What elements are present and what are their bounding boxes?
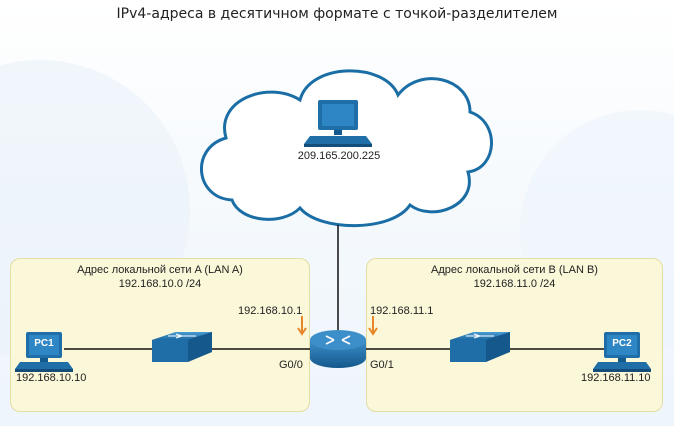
- lan-a-gateway-ip: 192.168.10.1: [238, 305, 303, 317]
- router-icon: [310, 330, 366, 368]
- pc2-ip: 192.168.11.10: [581, 372, 651, 384]
- switch-b-icon: [450, 332, 510, 362]
- internet-host-icon: [304, 100, 372, 147]
- pc1-ip: 192.168.10.10: [16, 372, 87, 384]
- internet-host-ip: 209.165.200.225: [297, 150, 381, 162]
- pc1-icon: [15, 332, 73, 372]
- page-title: IPv4-адреса в десятичном формате с точко…: [116, 6, 558, 22]
- lan-b-title: Адрес локальной сети B (LAN B): [431, 264, 598, 276]
- lan-b-gateway-ip: 192.168.11.1: [370, 305, 434, 317]
- lan-a-title: Адрес локальной сети A (LAN A): [77, 264, 243, 276]
- lan-b-interface: G0/1: [370, 359, 394, 371]
- gateway-arrow-b: [368, 316, 378, 336]
- pc2-label: PC2: [612, 338, 632, 349]
- gateway-arrow-a: [297, 316, 307, 336]
- internet-cloud: [200, 69, 493, 228]
- switch-a-icon: [152, 332, 212, 362]
- pc2-icon: [593, 332, 651, 372]
- pc1-label: PC1: [34, 338, 54, 349]
- lan-a-network: 192.168.10.0 /24: [118, 278, 202, 290]
- lan-a-interface: G0/0: [279, 359, 303, 371]
- lan-b-network: 192.168.11.0 /24: [473, 278, 556, 290]
